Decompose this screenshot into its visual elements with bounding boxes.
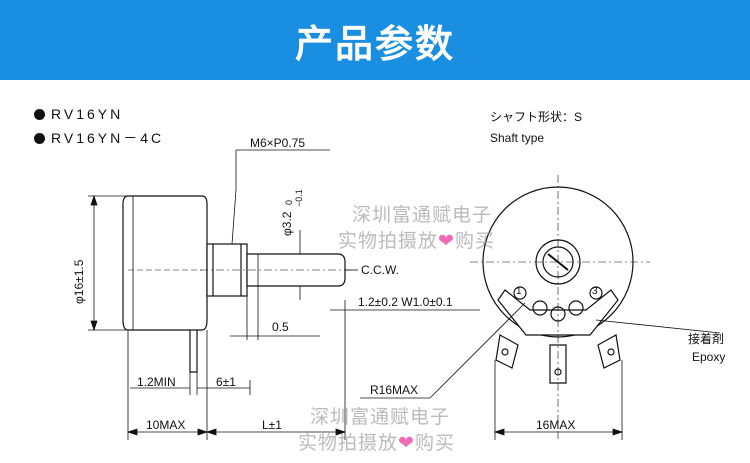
len-05-label: 0.5 xyxy=(272,320,289,334)
heart-icon: ❤ xyxy=(438,230,455,252)
adhesive-jp: 接着剤 xyxy=(688,332,725,346)
heart-icon: ❤ xyxy=(398,432,415,454)
page-title: 产品参数 xyxy=(294,21,455,66)
model-item-1: RV16YN xyxy=(34,106,123,122)
radius-label: R16MAX xyxy=(370,383,419,397)
shaft-type-en: Shaft type xyxy=(490,131,545,145)
len-l-label: L±1 xyxy=(262,418,282,432)
front-dimensions xyxy=(360,302,721,440)
terminal-3-label: 3 xyxy=(592,286,598,297)
len-6-label: 6±1 xyxy=(216,375,236,389)
adhesive-en: Epoxy xyxy=(692,350,726,364)
ccw-label: C.C.W. xyxy=(361,263,399,277)
watermark-text: 实物拍摄放 xyxy=(338,230,439,252)
title-banner: 产品参数 xyxy=(0,0,750,80)
thread-label: M6×P0.75 xyxy=(250,136,306,150)
watermark-line-1: 深圳富通赋电子 xyxy=(352,204,493,226)
shaft-tol-upper: 0 xyxy=(284,199,294,205)
tolerance-label: 1.2±0.2 W1.0±0.1 xyxy=(358,295,453,309)
dimension-lines xyxy=(88,149,480,440)
width-16max-label: 16MAX xyxy=(536,418,576,432)
shaft-type-jp: シャフト形状：S xyxy=(490,110,583,124)
model-label: RV16YN xyxy=(51,106,124,122)
side-view xyxy=(122,195,356,373)
body-dia-label: φ16±1.5 xyxy=(72,259,86,304)
watermark-text: 购买 xyxy=(414,432,455,454)
watermark-line-3: 深圳富通赋电子 xyxy=(310,406,451,428)
watermark-line-4: 实物拍摄放❤购买 xyxy=(298,428,455,455)
front-view xyxy=(470,175,650,440)
terminal-1-label: 1 xyxy=(516,286,522,297)
len-12min-label: 1.2MIN xyxy=(137,375,176,389)
watermark-text: 实物拍摄放 xyxy=(298,432,399,454)
shaft-tol-lower: −0.1 xyxy=(294,189,304,207)
model-label: RV16YN－4C xyxy=(51,130,165,146)
watermark-line-2: 实物拍摄放❤购买 xyxy=(338,226,495,253)
model-item-2: RV16YN－4C xyxy=(34,128,164,148)
shaft-dia-label: φ3.2 xyxy=(280,211,294,236)
len-10max-label: 10MAX xyxy=(146,418,186,432)
bullet-icon xyxy=(34,108,45,120)
bullet-icon xyxy=(34,132,45,144)
watermark-text: 购买 xyxy=(454,230,495,252)
